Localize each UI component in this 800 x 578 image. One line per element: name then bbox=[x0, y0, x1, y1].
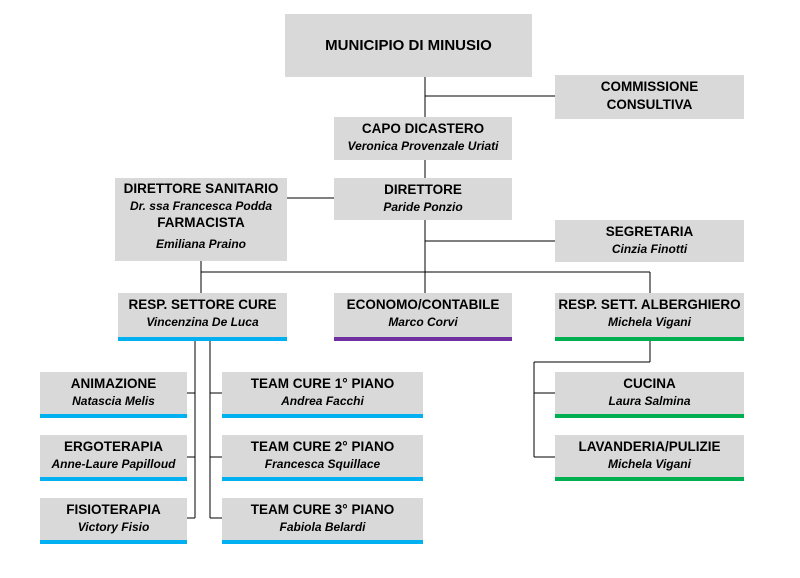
cucina-box: CUCINA Laura Salmina bbox=[555, 372, 744, 418]
direttore-title: DIRETTORE bbox=[384, 182, 462, 197]
fisioterapia-name: Victory Fisio bbox=[77, 520, 150, 534]
cure-title: RESP. SETTORE CURE bbox=[128, 297, 277, 312]
economo-title: ECONOMO/CONTABILE bbox=[346, 297, 500, 312]
ergoterapia-box: ERGOTERAPIA Anne-Laure Papilloud bbox=[40, 435, 187, 481]
direttore-sanitario-box: DIRETTORE SANITARIO Dr. ssa Francesca Po… bbox=[115, 178, 287, 261]
segretaria-title: SEGRETARIA bbox=[605, 224, 694, 239]
fisioterapia-title: FISIOTERAPIA bbox=[66, 502, 161, 517]
resp-alberghiero-box: RESP. SETT. ALBERGHIERO Michela Vigani bbox=[555, 293, 744, 341]
fisioterapia-box: FISIOTERAPIA Victory Fisio bbox=[40, 498, 187, 544]
segretaria-box: SEGRETARIA Cinzia Finotti bbox=[555, 220, 744, 262]
team2-name: Francesca Squillace bbox=[264, 457, 381, 471]
cucina-title: CUCINA bbox=[623, 376, 676, 391]
direttore-box: DIRETTORE Paride Ponzio bbox=[334, 178, 512, 220]
animazione-box: ANIMAZIONE Natascia Melis bbox=[40, 372, 187, 418]
team1-name: Andrea Facchi bbox=[281, 394, 364, 408]
commissione-box: COMMISSIONE CONSULTIVA bbox=[555, 75, 744, 119]
team2-title: TEAM CURE 2° PIANO bbox=[250, 439, 395, 454]
segretaria-name: Cinzia Finotti bbox=[611, 242, 688, 256]
capo-dicastero-name: Veronica Provenzale Uriati bbox=[347, 139, 499, 153]
sanitario-title: DIRETTORE SANITARIO bbox=[123, 181, 279, 196]
resp-settore-cure-box: RESP. SETTORE CURE Vincenzina De Luca bbox=[118, 293, 287, 341]
economo-box: ECONOMO/CONTABILE Marco Corvi bbox=[334, 293, 512, 341]
team-cure-2-box: TEAM CURE 2° PIANO Francesca Squillace bbox=[222, 435, 423, 481]
commissione-line1: COMMISSIONE bbox=[600, 79, 699, 94]
ergoterapia-name: Anne-Laure Papilloud bbox=[51, 457, 176, 471]
municipio-box: MUNICIPIO DI MINUSIO bbox=[285, 14, 532, 77]
sanitario-name: Dr. ssa Francesca Podda bbox=[129, 199, 273, 213]
alberghiero-name: Michela Vigani bbox=[608, 315, 691, 329]
lavanderia-title: LAVANDERIA/PULIZIE bbox=[578, 439, 721, 454]
economo-name: Marco Corvi bbox=[388, 315, 458, 329]
animazione-name: Natascia Melis bbox=[72, 394, 155, 408]
team3-name: Fabiola Belardi bbox=[279, 520, 366, 534]
team1-title: TEAM CURE 1° PIANO bbox=[250, 376, 395, 391]
municipio-title: MUNICIPIO DI MINUSIO bbox=[325, 37, 492, 54]
farmacista-name: Emiliana Praino bbox=[155, 237, 247, 251]
cure-name: Vincenzina De Luca bbox=[146, 315, 259, 329]
ergoterapia-title: ERGOTERAPIA bbox=[63, 439, 163, 454]
animazione-title: ANIMAZIONE bbox=[70, 376, 157, 391]
capo-dicastero-title: CAPO DICASTERO bbox=[361, 121, 485, 136]
team-cure-3-box: TEAM CURE 3° PIANO Fabiola Belardi bbox=[222, 498, 423, 544]
farmacista-title: FARMACISTA bbox=[157, 215, 245, 230]
lavanderia-box: LAVANDERIA/PULIZIE Michela Vigani bbox=[555, 435, 744, 481]
cucina-name: Laura Salmina bbox=[608, 394, 691, 408]
lavanderia-name: Michela Vigani bbox=[608, 457, 691, 471]
team-cure-1-box: TEAM CURE 1° PIANO Andrea Facchi bbox=[222, 372, 423, 418]
team3-title: TEAM CURE 3° PIANO bbox=[250, 502, 395, 517]
direttore-name: Paride Ponzio bbox=[383, 200, 463, 214]
commissione-line2: CONSULTIVA bbox=[606, 97, 693, 112]
alberghiero-title: RESP. SETT. ALBERGHIERO bbox=[558, 297, 741, 312]
capo-dicastero-box: CAPO DICASTERO Veronica Provenzale Uriat… bbox=[334, 117, 512, 160]
